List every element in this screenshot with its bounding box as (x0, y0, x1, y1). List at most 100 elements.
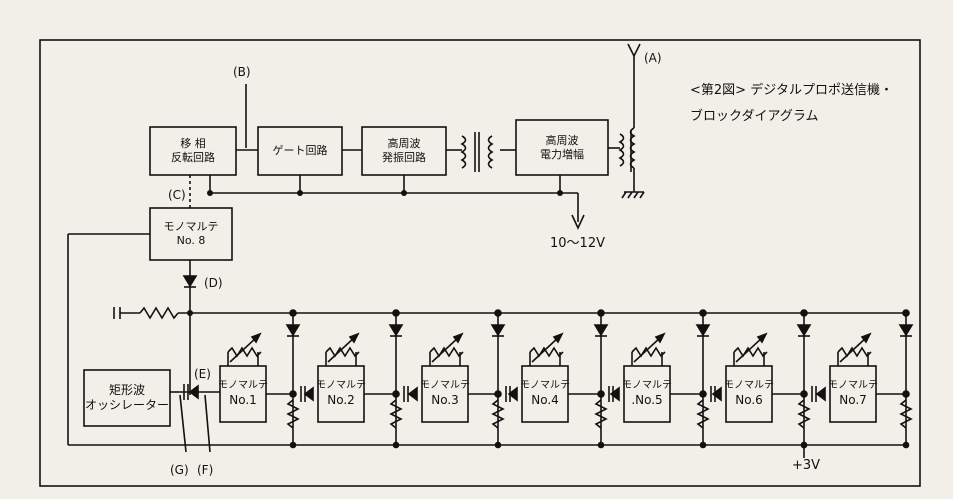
junction (597, 441, 605, 449)
label-supply-high: 10～12V (550, 236, 605, 251)
label-f: (F) (197, 463, 214, 477)
mono-name: モノマルテ (218, 380, 268, 392)
label-d: (D) (204, 276, 223, 290)
supply-arrow (571, 214, 585, 230)
caption-text: デジタルプロポ送信機・ブロックダイアグラム (690, 83, 893, 124)
mono-number: No.2 (327, 392, 355, 407)
rf-amp-label: 高周波電力増幅 (540, 133, 584, 161)
phase-invert-block (149, 126, 237, 176)
stage-diode (303, 386, 314, 402)
tap-f (204, 394, 211, 453)
junction (902, 390, 910, 398)
label-c: (C) (168, 188, 186, 202)
diode-e (188, 384, 199, 400)
variable-resistor (529, 346, 564, 358)
junction (597, 309, 605, 317)
mono-number: No.7 (839, 392, 867, 407)
variable-resistor (227, 346, 262, 358)
mono-name: モノマルテ (420, 380, 470, 392)
mono-number: .No.5 (631, 392, 663, 407)
caption-heading: <第2図> (690, 83, 747, 98)
junction (902, 441, 910, 449)
column-diode (593, 324, 609, 337)
variable-resistor (429, 346, 464, 358)
junction (494, 309, 502, 317)
junction (494, 441, 502, 449)
column-diode (285, 324, 301, 337)
variable-resistor (837, 346, 872, 358)
trim-arrow (735, 335, 765, 363)
mono-number: No.1 (229, 392, 257, 407)
trim-arrow (531, 335, 561, 363)
mono-name: モノマルテ (724, 380, 774, 392)
junction (289, 441, 297, 449)
load-resistor (797, 399, 811, 429)
label-g: (G) (170, 463, 189, 477)
junction (289, 390, 297, 398)
mono-name: モノマルテ (316, 380, 366, 392)
trim-arrow (229, 335, 259, 363)
mono-name: モノマルテ (828, 380, 878, 392)
diode-d (182, 275, 198, 288)
trim-arrow (431, 335, 461, 363)
transformer-1 (460, 132, 494, 172)
figure-caption: <第2図> デジタルプロポ送信機・ブロックダイアグラム (690, 78, 900, 130)
label-b: (B) (233, 65, 251, 79)
stage-diode (407, 386, 418, 402)
bias-resistor (139, 306, 179, 320)
mono-number: No.6 (735, 392, 763, 407)
junction (800, 309, 808, 317)
column-diode (796, 324, 812, 337)
load-resistor (899, 399, 913, 429)
junction (392, 441, 400, 449)
mono-label: モノマルテ.No.5 (620, 366, 674, 422)
variable-resistor (631, 346, 666, 358)
mono-name: モノマルテ (520, 380, 570, 392)
load-resistor (696, 399, 710, 429)
load-resistor (389, 399, 403, 429)
junction (494, 390, 502, 398)
column-diode (490, 324, 506, 337)
junction (699, 309, 707, 317)
outer-frame (39, 39, 921, 487)
mono-name: モノマルテ (622, 380, 672, 392)
trim-arrow (839, 335, 869, 363)
junction (597, 390, 605, 398)
mono-number: No.4 (531, 392, 559, 407)
variable-resistor (325, 346, 360, 358)
column-diode (388, 324, 404, 337)
square-osc-label: 矩形波オッシレーター (84, 383, 169, 412)
transformer-2 (608, 127, 636, 172)
variable-resistor (733, 346, 768, 358)
load-resistor (286, 399, 300, 429)
load-resistor (491, 399, 505, 429)
trim-arrow (633, 335, 663, 363)
square-osc-block (83, 369, 171, 427)
junction (699, 441, 707, 449)
mono-number: No.3 (431, 392, 459, 407)
rf-osc-label: 高周波発振回路 (382, 137, 426, 164)
tap-g (179, 394, 187, 453)
junction (800, 390, 808, 398)
column-diode (898, 324, 914, 337)
label-a: (A) (644, 51, 662, 65)
junction (289, 309, 297, 317)
phase-invert-label: 移 相反転回路 (171, 137, 215, 164)
stage-diode (711, 386, 722, 402)
label-e: (E) (194, 367, 211, 381)
label-supply-low: +3V (792, 458, 821, 473)
stage-diode (507, 386, 518, 402)
gate-label: ゲート回路 (272, 144, 328, 158)
load-resistor (594, 399, 608, 429)
antenna-top (627, 43, 641, 58)
stage-diode (609, 386, 620, 402)
